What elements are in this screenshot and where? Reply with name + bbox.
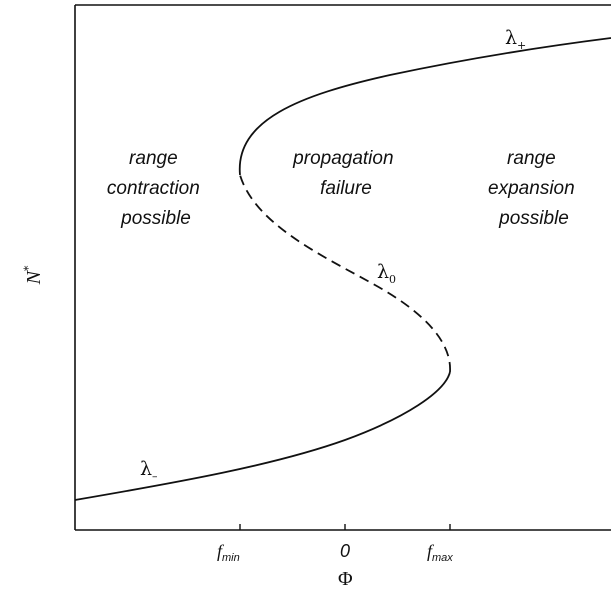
lower-branch-curve <box>74 371 451 501</box>
region-left-label: range contraction possible <box>107 148 205 229</box>
region-middle-label: propagation failure <box>292 148 399 199</box>
branch-middle-label: λ0 <box>377 261 396 286</box>
x-axis-title: Φ <box>338 568 353 590</box>
tick-label-fmin: fmin <box>217 541 240 564</box>
y-axis-title: N* <box>22 265 45 285</box>
svg-text:N*: N* <box>22 265 45 285</box>
branch-upper-label: λ+ <box>505 27 526 52</box>
middle-branch-curve <box>239 174 451 373</box>
tick-label-fmax: fmax <box>427 541 453 564</box>
tick-label-zero: 0 <box>340 541 350 561</box>
upper-branch-curve <box>239 37 611 176</box>
branch-lower-label: λ– <box>140 458 158 483</box>
region-right-label: range expansion possible <box>488 148 580 229</box>
